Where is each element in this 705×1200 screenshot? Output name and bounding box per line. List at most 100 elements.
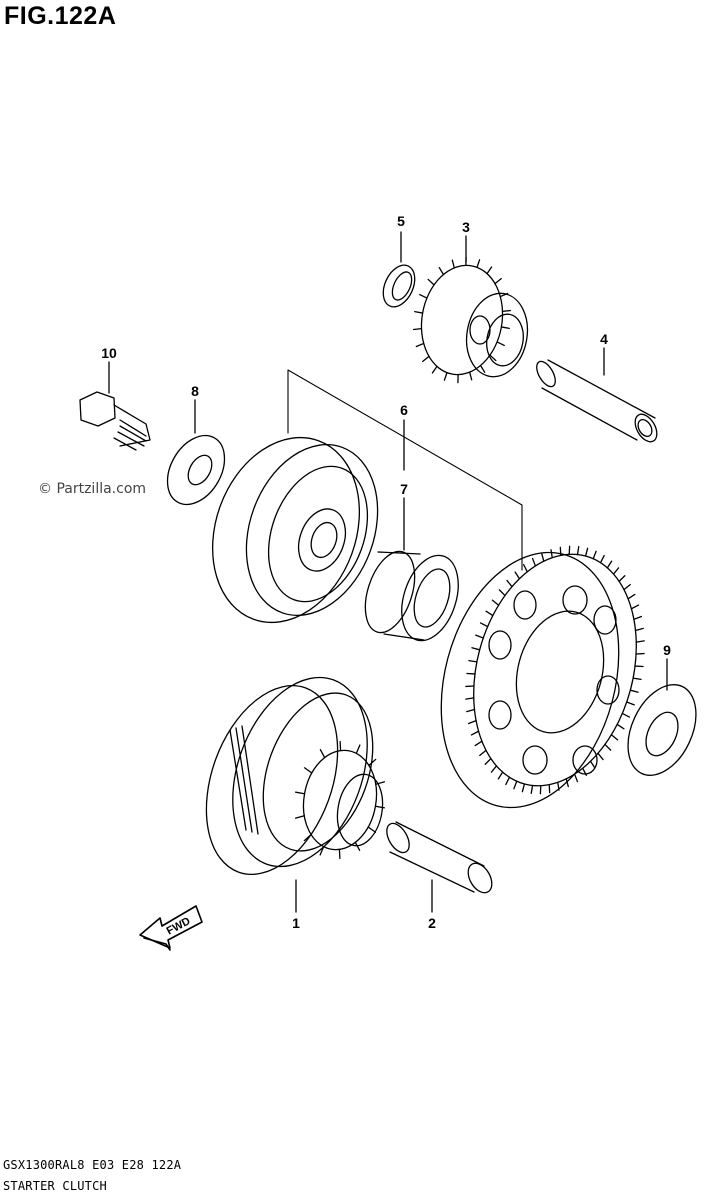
gear-tooth (599, 554, 605, 564)
gear-tooth (368, 758, 377, 767)
gear-tooth (500, 326, 510, 329)
gear-tooth (490, 765, 498, 773)
gear-tooth (412, 327, 423, 331)
gear-tooth (573, 773, 579, 783)
callout-5: 5 (397, 213, 405, 229)
part-2-shaft (386, 821, 493, 894)
part-3-idle-gear (412, 256, 529, 384)
gear-tooth (489, 354, 497, 362)
gear-tooth (616, 723, 625, 730)
gear-tooth (479, 749, 487, 757)
gear-tooth (550, 549, 553, 559)
gear-tooth (319, 749, 326, 759)
gear-tooth (479, 364, 486, 373)
part-7-needle-bearing (364, 550, 459, 642)
gear-tooth (626, 701, 635, 706)
starter-clutch-housing (211, 436, 379, 624)
gear-tooth (355, 744, 361, 755)
gear-tooth (604, 743, 612, 751)
footer-section-name: STARTER CLUTCH (3, 1179, 107, 1193)
gear-tooth (471, 647, 481, 651)
gear-tooth (475, 634, 484, 639)
callout-6: 6 (400, 402, 408, 418)
gear-tooth (633, 615, 643, 620)
gear-tooth (294, 815, 305, 819)
gear-tooth (467, 720, 477, 725)
gear-tooth (319, 845, 325, 856)
gear-tooth (486, 266, 493, 275)
gear-tooth (530, 784, 534, 795)
gear-tooth (499, 292, 509, 298)
part-8-washer (166, 434, 226, 506)
part-5-snap-ring (382, 264, 416, 308)
starter-driven-gear (440, 545, 645, 809)
part-1-clutch-gear (205, 676, 386, 875)
gear-tooth (451, 259, 455, 269)
callout-10: 10 (101, 345, 117, 361)
part-10-bolt (79, 391, 151, 451)
gear-tooth (627, 593, 636, 600)
gear-tooth (476, 259, 481, 269)
gear-tooth (576, 545, 580, 556)
gear-tooth (610, 734, 619, 741)
callout-9: 9 (663, 642, 671, 658)
gear-tooth (374, 805, 385, 809)
fwd-arrow-icon (139, 905, 203, 951)
part-9-washer (627, 684, 697, 776)
gear-tooth (465, 697, 475, 700)
gear-tooth (582, 767, 587, 776)
gear-tooth (557, 781, 560, 791)
part-4-shaft (536, 359, 658, 443)
gear-tooth (438, 267, 445, 276)
gear-tooth (466, 708, 476, 713)
gear-tooth (414, 311, 424, 314)
gear-tooth (621, 712, 631, 718)
gear-tooth (592, 550, 597, 560)
gear-tooth (443, 371, 448, 381)
gear-tooth (485, 610, 494, 617)
gear-tooth (496, 341, 505, 347)
gear-tooth (623, 583, 631, 591)
callout-1: 1 (292, 915, 300, 931)
gear-tooth (497, 771, 504, 780)
gear-tooth (494, 277, 502, 285)
gear-tooth (514, 571, 521, 580)
callout-4: 4 (600, 331, 608, 347)
gear-tooth (505, 776, 511, 786)
gear-tooth (618, 575, 626, 583)
gear-tooth (634, 627, 644, 632)
gear-tooth (367, 826, 377, 833)
gear-tooth (422, 355, 430, 363)
gear-tooth (354, 841, 361, 851)
gear-tooth (521, 783, 526, 793)
gear-tooth (431, 365, 438, 374)
gear-tooth (612, 567, 620, 575)
gear-tooth (630, 604, 640, 610)
footer-model-line: GSX1300RAL8 E03 E28 122A (3, 1158, 182, 1172)
gear-tooth (584, 547, 589, 557)
gear-tooth (531, 557, 537, 567)
gear-tooth (474, 740, 483, 747)
gear-tooth (597, 752, 604, 761)
gear-tooth (513, 780, 518, 790)
gear-tooth (629, 689, 639, 693)
gear-tooth (295, 791, 306, 795)
gear-tooth (523, 564, 528, 573)
gear-tooth (501, 309, 512, 313)
gear-tooth (589, 760, 596, 769)
callout-8: 8 (191, 383, 199, 399)
callout-2: 2 (428, 915, 436, 931)
gear-tooth (635, 640, 645, 643)
gear-tooth (565, 778, 569, 788)
gear-tooth (375, 781, 386, 785)
gear-tooth (415, 342, 425, 348)
figure-title: FIG.122A (4, 2, 117, 30)
gear-tooth (606, 560, 613, 569)
gear-tooth (470, 730, 480, 736)
gear-tooth (427, 278, 435, 286)
watermark-text: © Partzilla.com (38, 481, 147, 497)
gear-tooth (484, 757, 492, 765)
gear-tooth (541, 552, 545, 562)
callout-3: 3 (462, 219, 470, 235)
